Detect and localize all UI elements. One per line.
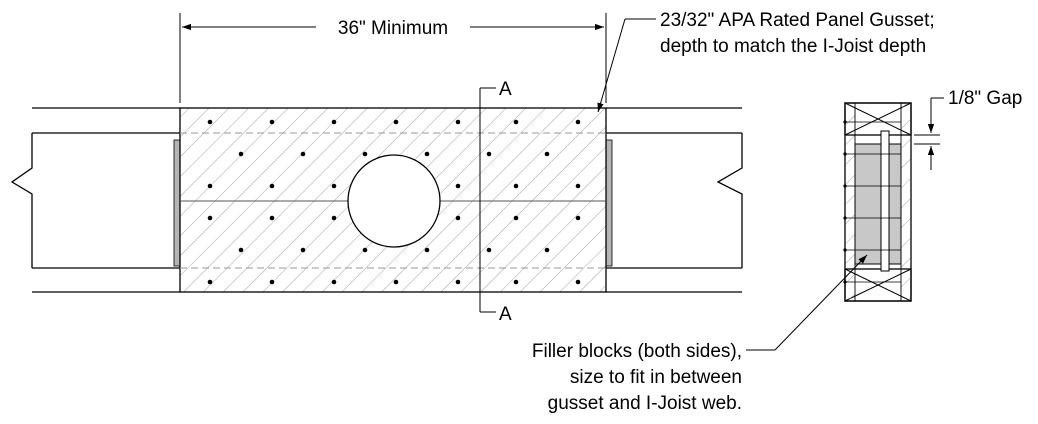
nail-dot (455, 215, 461, 221)
ijoist-left (10, 107, 180, 293)
section-filler-right (888, 143, 902, 265)
nail-dot (207, 183, 213, 189)
nail-dot (575, 215, 581, 221)
filler-block-left-edge (173, 139, 181, 267)
nail-dot (269, 215, 275, 221)
nail-dot (575, 279, 581, 285)
section-nail-head (843, 120, 847, 124)
nail-dot (331, 183, 337, 189)
ijoist-right (606, 107, 743, 293)
section-filler-left (854, 143, 882, 265)
section-cut-line (479, 87, 496, 313)
nail-dot (575, 119, 581, 125)
dimension-label: 36" Minimum (338, 18, 448, 39)
nail-dot (424, 247, 430, 253)
gusset-note-line2: depth to match the I-Joist depth (660, 36, 926, 57)
nail-dot (238, 151, 244, 157)
nail-dot (362, 247, 368, 253)
dimension-36-minimum (179, 13, 607, 103)
section-nail-head (843, 280, 847, 284)
nail-dot (362, 151, 368, 157)
filler-note-line3: gusset and I-Joist web. (548, 393, 742, 414)
nail-dot (269, 119, 275, 125)
nail-dot (331, 279, 337, 285)
gap-label: 1/8" Gap (948, 88, 1022, 109)
nail-dot (207, 119, 213, 125)
section-label-bottom: A (499, 304, 512, 325)
section-label-top: A (499, 79, 512, 100)
break-line-right (716, 133, 743, 268)
nail-dot (544, 151, 550, 157)
nail-dot (513, 183, 519, 189)
gap-dimension (914, 97, 944, 170)
nail-dot (207, 215, 213, 221)
break-line-left (10, 133, 33, 268)
nail-dot (513, 215, 519, 221)
nail-dot (455, 183, 461, 189)
nail-dot (424, 151, 430, 157)
nail-dot (269, 183, 275, 189)
nail-dot (455, 119, 461, 125)
nail-dot (544, 247, 550, 253)
nail-dot (455, 279, 461, 285)
gusset-leader (597, 18, 656, 113)
nail-dot (269, 279, 275, 285)
section-nail-head (843, 216, 847, 220)
web-hole (347, 154, 441, 248)
filler-note-line2: size to fit in between (570, 367, 742, 388)
gusset-note-line1: 23/32" APA Rated Panel Gusset; (660, 10, 935, 31)
nail-dot (513, 119, 519, 125)
nail-dot (300, 247, 306, 253)
nail-pattern (207, 119, 581, 285)
nail-dot (331, 119, 337, 125)
nail-dot (486, 151, 492, 157)
section-nail-head (843, 184, 847, 188)
section-nails (843, 120, 901, 284)
nail-dot (393, 119, 399, 125)
section-view-a-a (843, 102, 912, 302)
section-nail-head (843, 248, 847, 252)
nail-dot (513, 279, 519, 285)
nail-dot (207, 279, 213, 285)
nail-dot (393, 279, 399, 285)
section-nail-head (843, 152, 847, 156)
nail-dot (486, 247, 492, 253)
nail-dot (575, 183, 581, 189)
filler-leader (746, 254, 868, 351)
filler-block-right-edge (605, 139, 613, 267)
nail-dot (300, 151, 306, 157)
nail-dot (331, 215, 337, 221)
section-web (880, 130, 890, 272)
nail-dot (238, 247, 244, 253)
filler-note-line1: Filler blocks (both sides), (532, 341, 742, 362)
